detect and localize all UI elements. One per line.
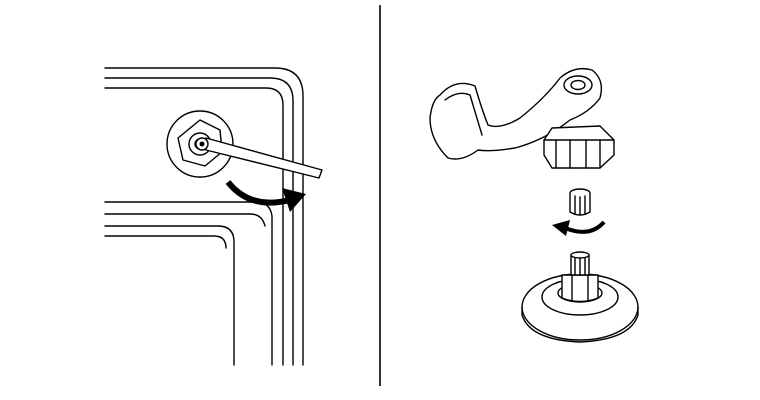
faucet-handle [429,67,603,160]
rotate-arrow-icon [552,220,606,236]
valve-stem-base [521,251,639,343]
wrench-icon [195,137,323,179]
splined-adapter [569,188,591,216]
handle-cap [543,125,615,169]
rotate-arrow-icon [225,180,306,212]
